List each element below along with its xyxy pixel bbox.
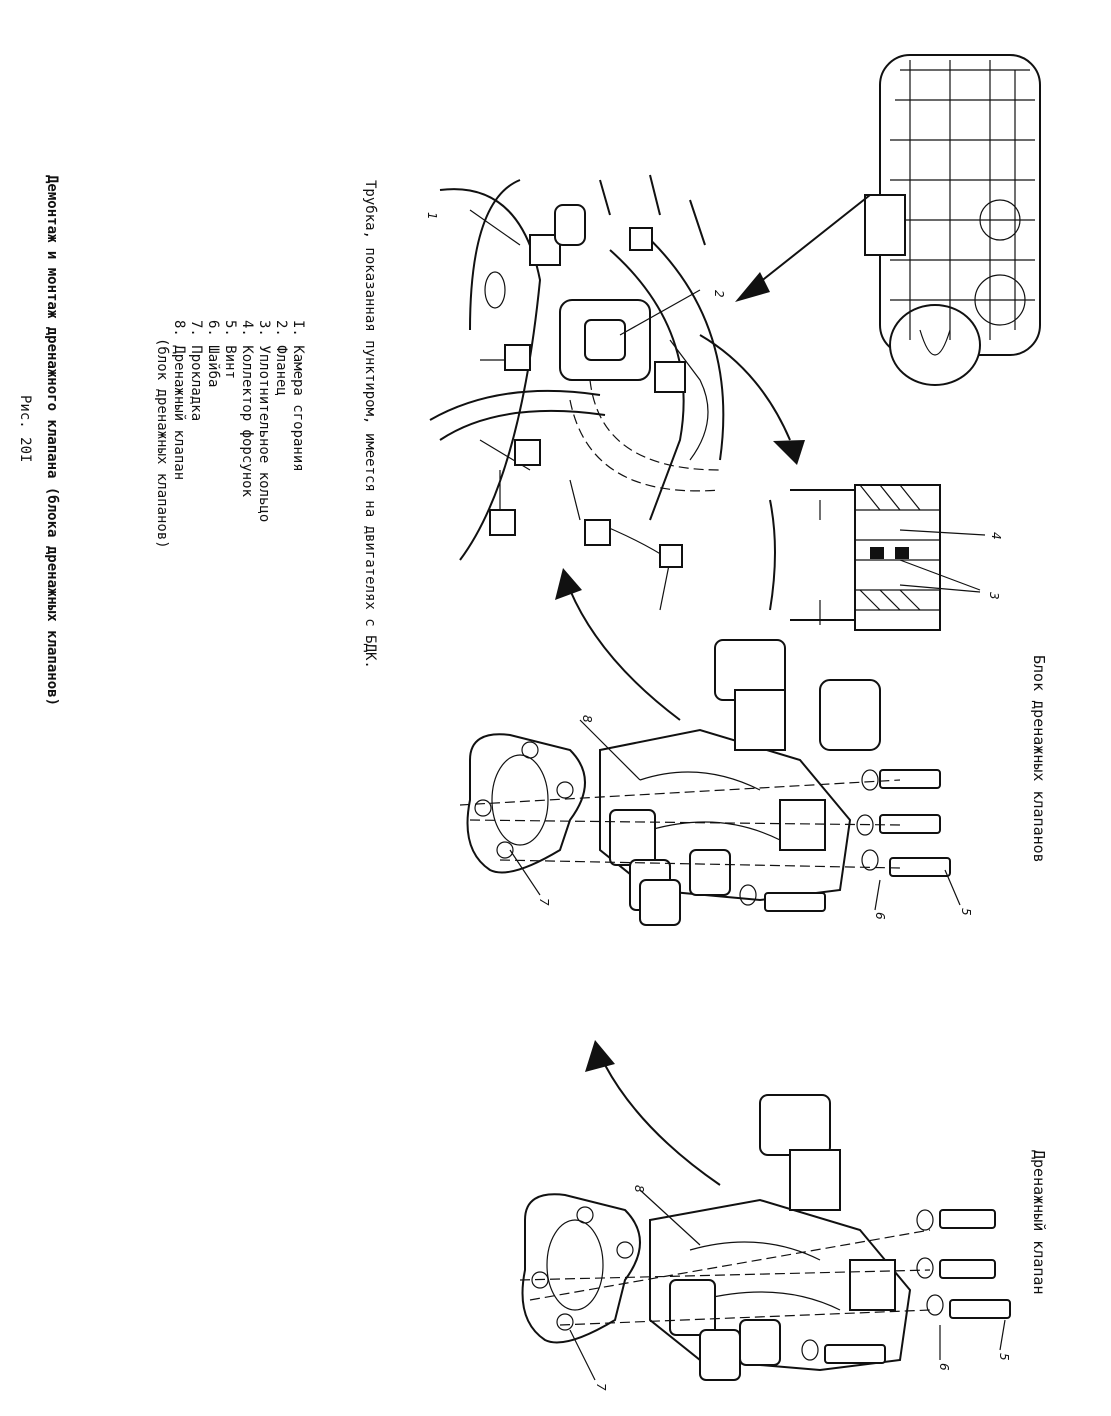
legend-item: 6. Шайба	[205, 320, 221, 388]
callout-3: 3	[987, 592, 1001, 600]
callout-7-valve: 7	[594, 1383, 608, 1391]
figure-caption: Демонтаж и монтаж дренажного клапана (бл…	[44, 175, 60, 707]
legend-item: 8. Дренажный клапан	[171, 320, 187, 481]
arrow-to-section	[699, 334, 805, 465]
arrow-block	[555, 568, 681, 721]
arrow-valve	[585, 1040, 721, 1186]
parts-legend: I. Камера сгорания 2. Фланец 3. Уплотнит…	[153, 320, 306, 549]
title-drain-valve: Дренажный клапан	[1030, 1150, 1048, 1295]
section-view	[769, 484, 986, 631]
callout-1: 1	[425, 212, 439, 220]
title-drain-valve-block: Блок дренажных клапанов	[1030, 655, 1048, 863]
drain-valve-drawing	[519, 1094, 1011, 1381]
legend-item: I. Камера сгорания	[290, 320, 306, 472]
legend-item: 4. Коллектор форсунок	[239, 320, 255, 498]
engine-illustration	[864, 54, 1041, 386]
dashed-pipe-note: Трубка, показанная пунктиром, имеется на…	[362, 180, 378, 669]
legend-item: 2. Фланец	[273, 320, 289, 396]
callout-6-block: 6	[873, 912, 887, 920]
pointer-arrow-overview	[735, 194, 871, 302]
drain-valve-block-drawing	[459, 639, 961, 926]
callout-5-valve: 5	[997, 1353, 1011, 1361]
installation-view	[429, 174, 725, 611]
callout-8-valve: 8	[632, 1185, 646, 1193]
callout-2: 2	[712, 290, 726, 298]
legend-item: 3. Уплотнительное кольцо	[256, 320, 272, 523]
callout-4: 4	[989, 532, 1003, 540]
figure-number: Рис. 20I	[17, 395, 33, 463]
legend-item: (блок дренажных клапанов)	[154, 338, 170, 549]
callout-6-valve: 6	[937, 1363, 951, 1371]
legend-item: 5. Винт	[222, 320, 238, 380]
callout-7-block: 7	[537, 898, 551, 906]
callout-5-block: 5	[959, 908, 973, 916]
legend-item: 7. Прокладка	[188, 320, 204, 422]
callout-8-block: 8	[580, 715, 594, 723]
